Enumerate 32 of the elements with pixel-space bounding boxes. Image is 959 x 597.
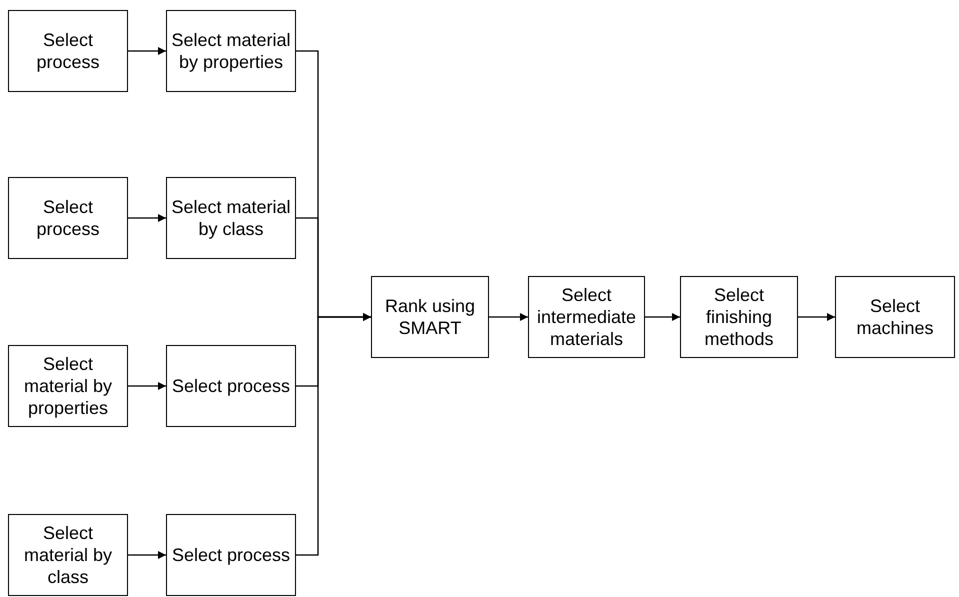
arrow (645, 313, 680, 321)
process-box (166, 10, 296, 92)
box-label: Select process (35, 29, 101, 73)
box-label: Select material by class (22, 522, 114, 588)
arrow (296, 313, 371, 556)
box-label: Select intermediate materials (536, 284, 638, 350)
process-box (8, 514, 128, 596)
process-box (371, 276, 489, 358)
box-label: Select process (35, 196, 101, 240)
process-box (680, 276, 798, 358)
process-box (8, 177, 128, 259)
box-label: Select machines (855, 295, 935, 339)
arrow (489, 313, 528, 321)
box-label: Select finishing methods (703, 284, 775, 350)
process-box (166, 177, 296, 259)
arrow (128, 551, 166, 559)
box-label: Rank using SMART (384, 295, 476, 339)
process-box (166, 514, 296, 596)
box-label: Select process (172, 544, 290, 566)
process-box (8, 10, 128, 92)
arrow (128, 214, 166, 222)
box-label: Select material by properties (170, 29, 292, 73)
box-label: Select material by class (170, 196, 292, 240)
process-box (166, 345, 296, 427)
process-box (8, 345, 128, 427)
process-box (528, 276, 645, 358)
process-box (835, 276, 955, 358)
box-label: Select material by properties (22, 353, 114, 419)
arrow (128, 382, 166, 390)
arrow (128, 47, 166, 55)
box-label: Select process (172, 375, 290, 397)
arrow (798, 313, 835, 321)
